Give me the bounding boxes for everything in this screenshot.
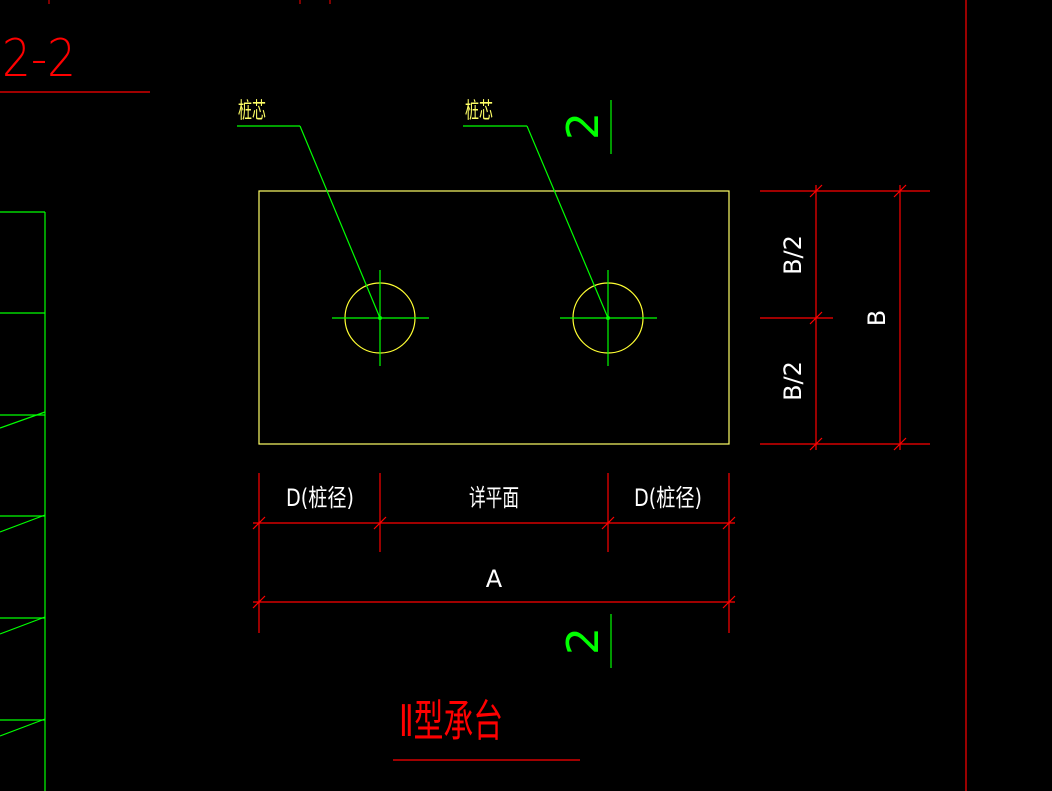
drawing-title: Ⅱ型承台 xyxy=(399,696,503,747)
pile-left[interactable] xyxy=(332,270,429,366)
pile-center-label-right: 桩芯 xyxy=(465,99,493,124)
dimension-bottom[interactable] xyxy=(252,473,736,633)
dim-right-total: B xyxy=(863,310,891,326)
section-label: 2-2 xyxy=(2,29,76,89)
dimension-right[interactable] xyxy=(760,184,930,451)
dim-bottom-left: D(桩径) xyxy=(286,484,354,512)
leader-right xyxy=(463,125,609,319)
svg-text:2: 2 xyxy=(558,627,609,655)
pile-right[interactable] xyxy=(560,270,657,366)
section-mark-top: 2 xyxy=(558,100,612,154)
pile-center-label-left: 桩芯 xyxy=(238,99,266,124)
dim-right-upper: B/2 xyxy=(779,235,807,275)
svg-text:2: 2 xyxy=(558,112,609,140)
pile-cap-outline[interactable] xyxy=(258,190,730,445)
section-mark-bottom: 2 xyxy=(558,614,612,668)
left-green-structure xyxy=(0,211,46,791)
dim-right-lower: B/2 xyxy=(779,361,807,401)
dim-bottom-total: A xyxy=(486,565,503,593)
leader-left xyxy=(237,125,381,319)
dim-bottom-right: D(桩径) xyxy=(634,484,702,512)
dim-bottom-middle: 详平面 xyxy=(469,484,519,512)
